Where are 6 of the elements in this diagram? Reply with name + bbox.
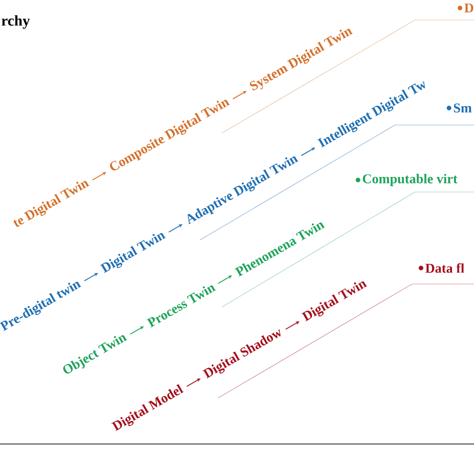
feature-label: Data fl [425, 263, 464, 273]
feature-label: Computable virt [362, 174, 458, 186]
feature-label: D [464, 4, 474, 12]
feature-label: Sm [454, 103, 472, 112]
arrow [130, 326, 144, 335]
title: rchy [2, 15, 30, 29]
